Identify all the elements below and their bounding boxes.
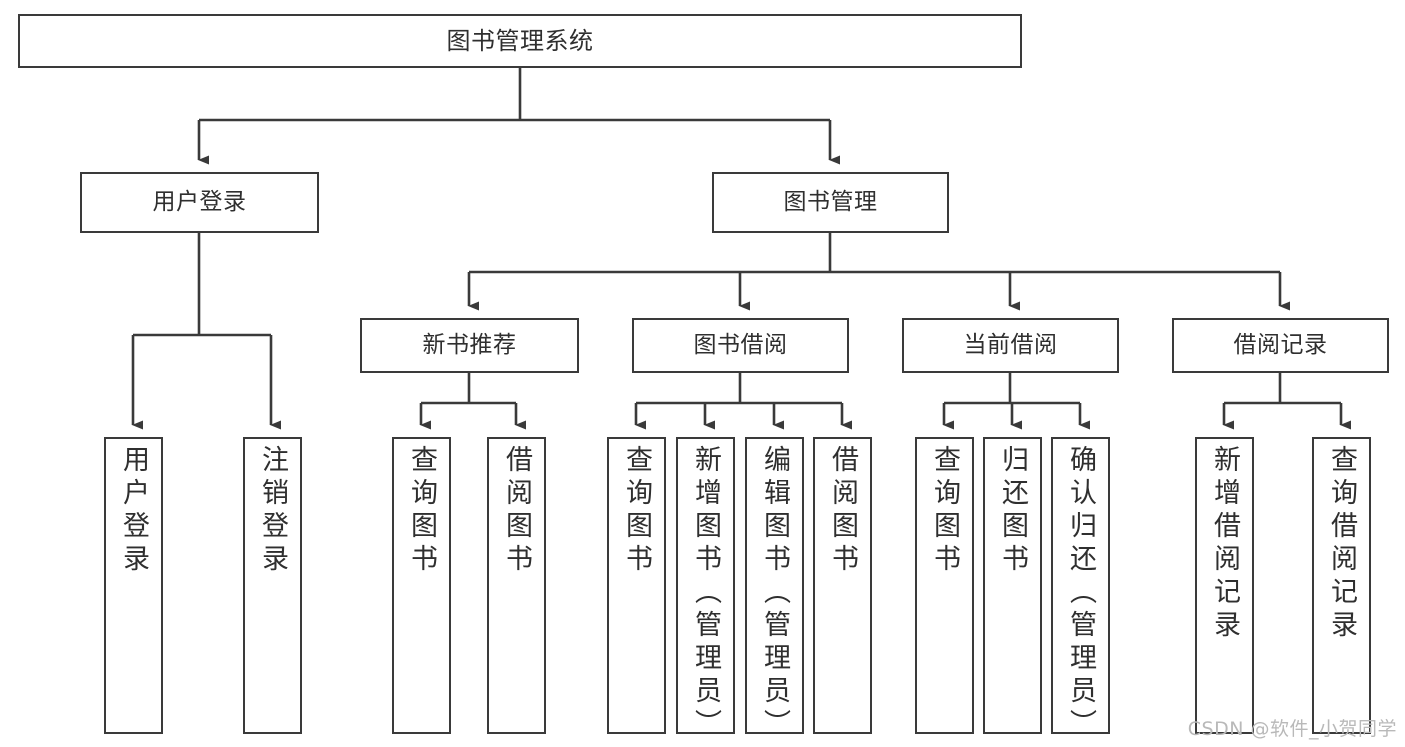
- leaf-book-borrow-edit[interactable]: 编辑图书（管理员）: [745, 437, 804, 742]
- node-label: 借阅图书: [501, 445, 532, 577]
- node-label: 用户登录: [152, 188, 247, 215]
- node-label: 查询图书: [406, 445, 437, 577]
- csdn-watermark: CSDN @软件_小贺同学: [1187, 718, 1397, 740]
- leaf-user-login-logout[interactable]: 注销登录: [243, 437, 302, 734]
- leaf-current-borrow-return[interactable]: 归还图书: [983, 437, 1042, 734]
- leaf-new-book-query[interactable]: 查询图书: [392, 437, 451, 734]
- node-book-management[interactable]: 图书管理: [712, 172, 949, 233]
- node-label: 借阅记录: [1233, 331, 1328, 358]
- node-root-system[interactable]: 图书管理系统: [18, 14, 1022, 68]
- node-label: 查询图书: [621, 445, 652, 577]
- node-book-borrow[interactable]: 图书借阅: [632, 318, 849, 373]
- node-label: 新书推荐: [422, 331, 517, 358]
- node-label: 编辑图书（管理员）: [759, 445, 790, 742]
- leaf-current-borrow-query[interactable]: 查询图书: [915, 437, 974, 734]
- node-label: 借阅图书: [827, 445, 858, 577]
- node-new-book-recommend[interactable]: 新书推荐: [360, 318, 579, 373]
- node-label: 图书借阅: [693, 331, 788, 358]
- node-label: 当前借阅: [963, 331, 1058, 358]
- leaf-current-borrow-confirm-return[interactable]: 确认归还（管理员）: [1051, 437, 1110, 742]
- leaf-borrow-record-query[interactable]: 查询借阅记录: [1312, 437, 1371, 734]
- node-user-login[interactable]: 用户登录: [80, 172, 319, 233]
- node-borrow-record[interactable]: 借阅记录: [1172, 318, 1389, 373]
- node-label: 用户登录: [118, 445, 149, 577]
- node-label: 图书管理系统: [446, 26, 594, 55]
- node-label: 归还图书: [997, 445, 1028, 577]
- leaf-borrow-record-add[interactable]: 新增借阅记录: [1195, 437, 1254, 734]
- node-label: 确认归还（管理员）: [1065, 445, 1096, 742]
- leaf-user-login-login[interactable]: 用户登录: [104, 437, 163, 734]
- node-current-borrow[interactable]: 当前借阅: [902, 318, 1119, 373]
- leaf-new-book-borrow[interactable]: 借阅图书: [487, 437, 546, 734]
- node-label: 注销登录: [257, 445, 288, 577]
- node-label: 图书管理: [783, 188, 878, 215]
- leaf-book-borrow-query[interactable]: 查询图书: [607, 437, 666, 734]
- leaf-book-borrow-add[interactable]: 新增图书（管理员）: [676, 437, 735, 742]
- node-label: 新增借阅记录: [1209, 445, 1240, 643]
- node-label: 查询借阅记录: [1326, 445, 1357, 643]
- leaf-book-borrow-borrow[interactable]: 借阅图书: [813, 437, 872, 734]
- node-label: 新增图书（管理员）: [690, 445, 721, 742]
- node-label: 查询图书: [929, 445, 960, 577]
